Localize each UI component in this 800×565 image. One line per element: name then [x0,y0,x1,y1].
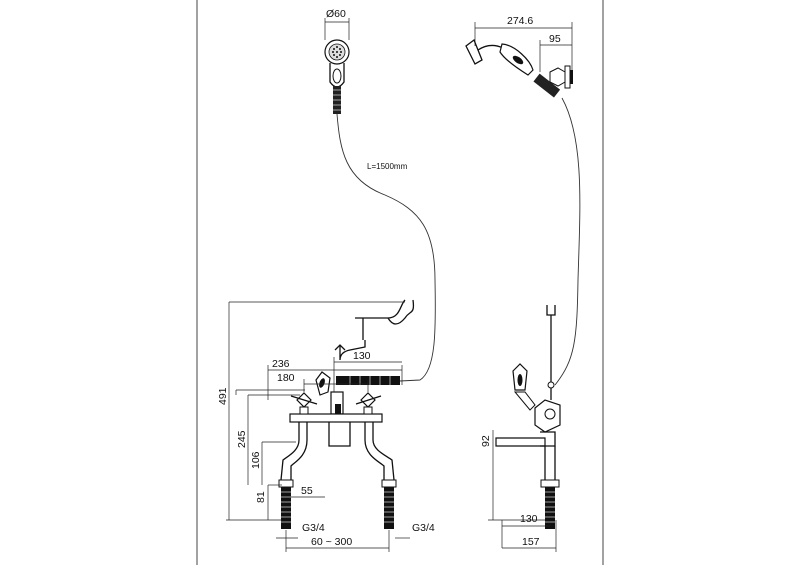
handset-front-view [324,18,350,114]
thread-left-label: G3/4 [302,522,325,534]
mixer-side-view [495,305,561,529]
side-spout-height-label: 92 [480,435,492,447]
thread-right-label: G3/4 [412,522,435,534]
side-bracket-depth-label: 95 [549,33,561,45]
side-spout-depth-label: 130 [520,513,538,525]
hose-side [554,97,581,386]
leg-offset-label: 55 [301,485,313,497]
handle-spread-label: 180 [277,372,295,384]
centres-range-label: 60 ~ 300 [311,536,352,548]
height-to-handles-label: 245 [236,430,248,448]
leg-height-label: 81 [255,491,267,503]
mixer-front-view [278,299,415,529]
side-dimension-lines [488,430,557,552]
front-dimension-lines [226,301,410,552]
spout-offset-label: 130 [353,350,371,362]
hose-front [336,113,436,382]
hose-length-label: L=1500mm [367,162,408,171]
side-total-width-label: 274.6 [507,15,533,27]
handset-side-view [465,22,573,98]
side-base-depth-label: 157 [522,536,540,548]
handset-diameter-label: Ø60 [326,8,346,20]
spout-reach-total-label: 236 [272,358,290,370]
height-to-legs-label: 106 [250,451,262,469]
overall-height-label: 491 [217,387,229,405]
